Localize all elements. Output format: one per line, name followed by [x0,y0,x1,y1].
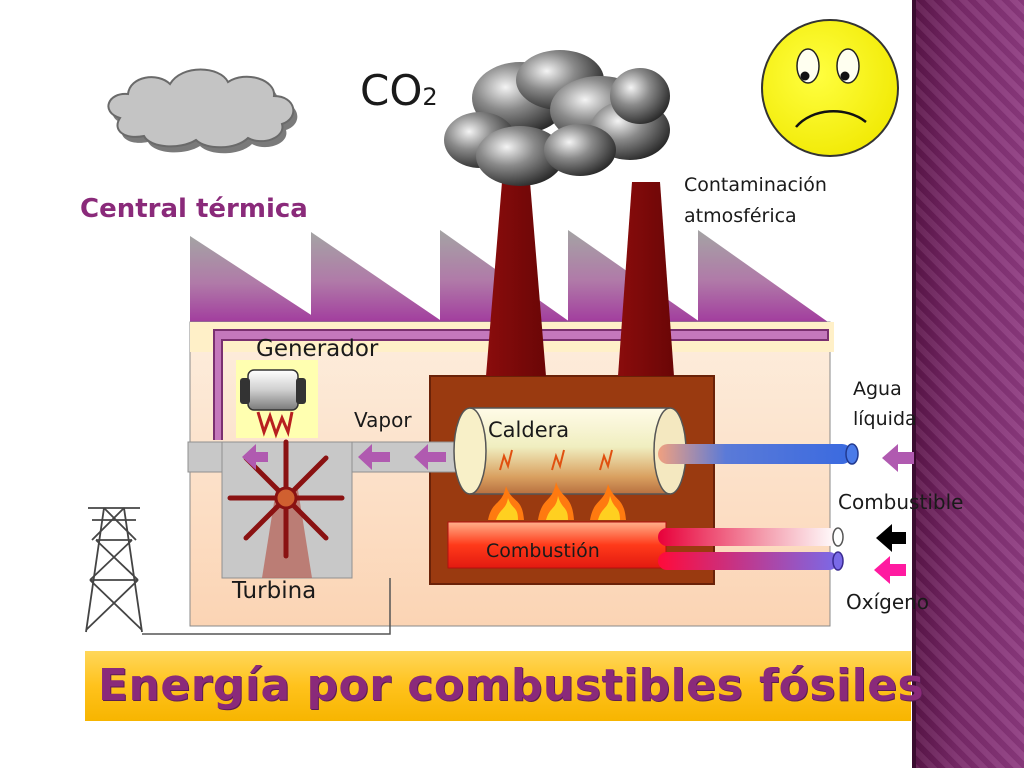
vapor-label: Vapor [354,408,412,432]
fuel-pipe [658,527,844,547]
co2-main: CO [360,66,423,115]
oxygen-pipe [658,551,844,571]
page-title: Energía por combustibles fósiles [98,660,925,711]
generador-label: Generador [256,336,379,362]
grey-cloud-icon [107,68,298,154]
combustible-label: Combustible [838,490,964,514]
side-decor-band [912,0,1024,768]
sad-face-icon [761,19,899,157]
turbina-label: Turbina [232,578,317,604]
contaminacion-label-line2: atmosférica [684,205,797,227]
transmission-tower-icon [85,507,143,633]
fuel-arrow-icon [876,524,906,552]
smoke-cloud-icon [444,50,670,186]
oxigeno-label: Oxígeno [846,590,930,614]
caldera-label: Caldera [488,418,570,442]
water-pipe [658,443,859,465]
co2-subscript: 2 [422,83,438,111]
combustion-label: Combustión [486,540,600,562]
title-bar [85,651,911,721]
generator-icon [236,360,318,439]
oxygen-arrow-icon [874,556,906,584]
central-termica-label: Central térmica [80,194,308,224]
agua-liquida-label-line1: Agua [853,378,902,400]
power-line [142,578,391,635]
agua-liquida-label-line2: líquida [853,408,917,430]
steam-arrow-icon [242,444,914,472]
chimneys [486,182,674,376]
contaminacion-label-line1: Contaminación [684,174,827,196]
steam-pipe-outline [213,329,829,440]
flame-icon [488,449,626,520]
turbine-wheel-icon [227,439,345,559]
factory-roof [190,230,828,322]
co2-label: CO2 [360,66,438,115]
